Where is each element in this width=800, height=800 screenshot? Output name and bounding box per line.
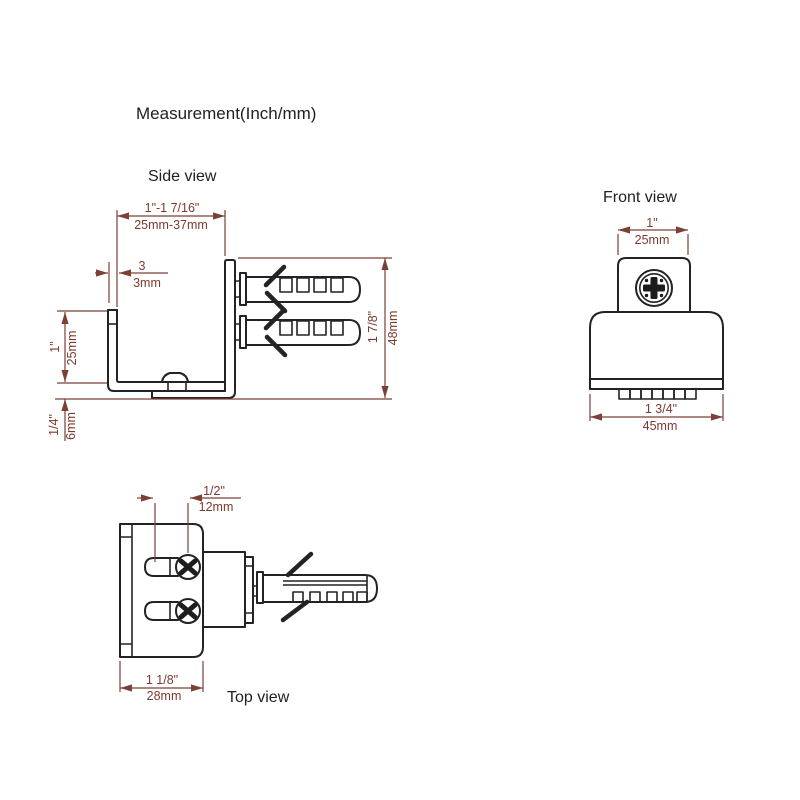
anchor-housing-body (589, 311, 724, 380)
dim-clamp-range-mm: 25mm-37mm (134, 218, 208, 232)
top-view-wall-anchor (252, 551, 378, 623)
anchor-body (245, 276, 361, 303)
dim-clamp-range-inch: 1"-1 7/16" (145, 201, 200, 215)
plate-edge-ticks (120, 536, 132, 645)
phillips-screw-icon (635, 269, 673, 307)
keyhole-slot-upper (144, 554, 201, 580)
clamp-block (617, 257, 691, 313)
dim-slot-spacing-mm: 12mm (199, 500, 234, 514)
side-view-dimensions: 1"-1 7/16" 25mm-37mm 3 3mm 1" 25mm 1/4" … (47, 201, 400, 441)
housing-block (202, 551, 246, 628)
anchor-screw-shaft (283, 580, 367, 586)
side-view-wall-anchor-lower (234, 307, 361, 358)
top-view-dimensions: 1/2" 12mm 1 1/8" 28mm (119, 484, 241, 703)
anchor-slots (279, 277, 344, 293)
front-view: Front view (589, 189, 724, 433)
anchor-fin-bottom (264, 290, 288, 314)
anchor-fin-bottom (264, 334, 288, 358)
dim-body-width-inch: 1 3/4" (645, 402, 677, 416)
top-view-label: Top view (227, 689, 290, 706)
dim-arm-height-inch: 1" (48, 341, 62, 352)
dim-top-width-inch: 1" (646, 216, 657, 230)
dim-lip-mm: 3mm (133, 276, 161, 290)
phillips-screw-icon (175, 598, 201, 624)
top-view: Top view (119, 484, 378, 706)
keyhole-slot-lower (144, 598, 201, 624)
dim-base-mm: 6mm (64, 412, 78, 440)
front-view-dimensions: 1" 25mm 1 3/4" 45mm (589, 216, 724, 433)
anchor-fin-bottom (280, 599, 310, 623)
side-view-bracket-outline (107, 259, 236, 399)
dim-arm-height-mm: 25mm (65, 331, 79, 366)
top-view-outline (119, 523, 378, 658)
anchor-teeth (292, 591, 368, 603)
side-view-label: Side view (148, 168, 217, 185)
anchor-fin-top (285, 551, 314, 578)
base-screw-icon (161, 372, 189, 391)
dim-total-height-mm: 48mm (386, 311, 400, 346)
front-view-outline (589, 257, 724, 400)
anchor-fin-top (263, 264, 287, 288)
anchor-body (245, 319, 361, 346)
base-band (589, 378, 724, 390)
mounting-plate (119, 523, 204, 658)
dim-top-width-mm: 25mm (635, 233, 670, 247)
dim-body-width-mm: 45mm (643, 419, 678, 433)
dim-lip-inch: 3 (139, 259, 146, 273)
side-view-wall-anchor-upper (234, 264, 361, 314)
dim-slot-spacing-inch: 1/2" (203, 484, 225, 498)
dim-plate-width-mm: 28mm (147, 689, 182, 703)
bottom-teeth (618, 388, 697, 400)
front-view-label: Front view (603, 189, 677, 206)
page-title: Measurement(Inch/mm) (136, 104, 316, 123)
dim-base-inch: 1/4" (47, 414, 61, 436)
anchor-fin-top (263, 307, 287, 331)
anchor-slots (279, 320, 344, 336)
phillips-screw-icon (175, 554, 201, 580)
side-view: Side view (47, 168, 400, 441)
dim-plate-width-inch: 1 1/8" (146, 673, 178, 687)
dim-total-height-inch: 1 7/8" (366, 311, 380, 343)
